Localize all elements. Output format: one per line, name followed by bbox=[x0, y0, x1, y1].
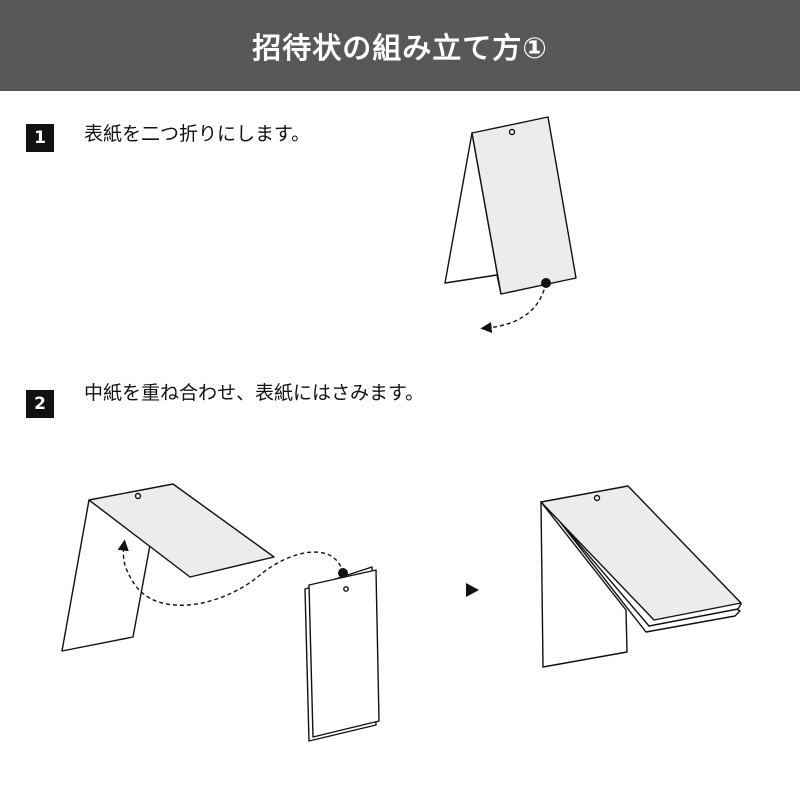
insert-arrow-icon bbox=[117, 539, 344, 606]
hole-icon bbox=[593, 494, 601, 502]
step-2-text: 中紙を重ね合わせ、表紙にはさみます。 bbox=[84, 382, 425, 404]
inner-pages-illustration bbox=[117, 539, 380, 742]
inner-page-front bbox=[308, 569, 380, 738]
next-step-arrow-icon bbox=[466, 583, 479, 597]
step-2-badge: 2 bbox=[26, 390, 54, 418]
hole-icon bbox=[508, 128, 516, 136]
step-1-text: 表紙を二つ折りにします。 bbox=[84, 123, 311, 145]
fold-arrow-icon bbox=[480, 282, 547, 334]
folded-cover-illustration bbox=[444, 116, 577, 334]
open-cover-illustration bbox=[61, 483, 275, 652]
assembled-back-leg bbox=[540, 501, 628, 668]
assembled-top-panel bbox=[540, 485, 742, 621]
step-1-badge: 1 bbox=[26, 124, 54, 152]
hole-icon bbox=[134, 492, 142, 500]
header-bar: 招待状の組み立て方① bbox=[0, 0, 800, 91]
hole-icon bbox=[343, 586, 349, 592]
page-title: 招待状の組み立て方① bbox=[252, 30, 548, 65]
cover-front-panel bbox=[471, 116, 577, 295]
assembled-card-illustration bbox=[540, 485, 742, 668]
cover-top-panel bbox=[88, 483, 275, 578]
